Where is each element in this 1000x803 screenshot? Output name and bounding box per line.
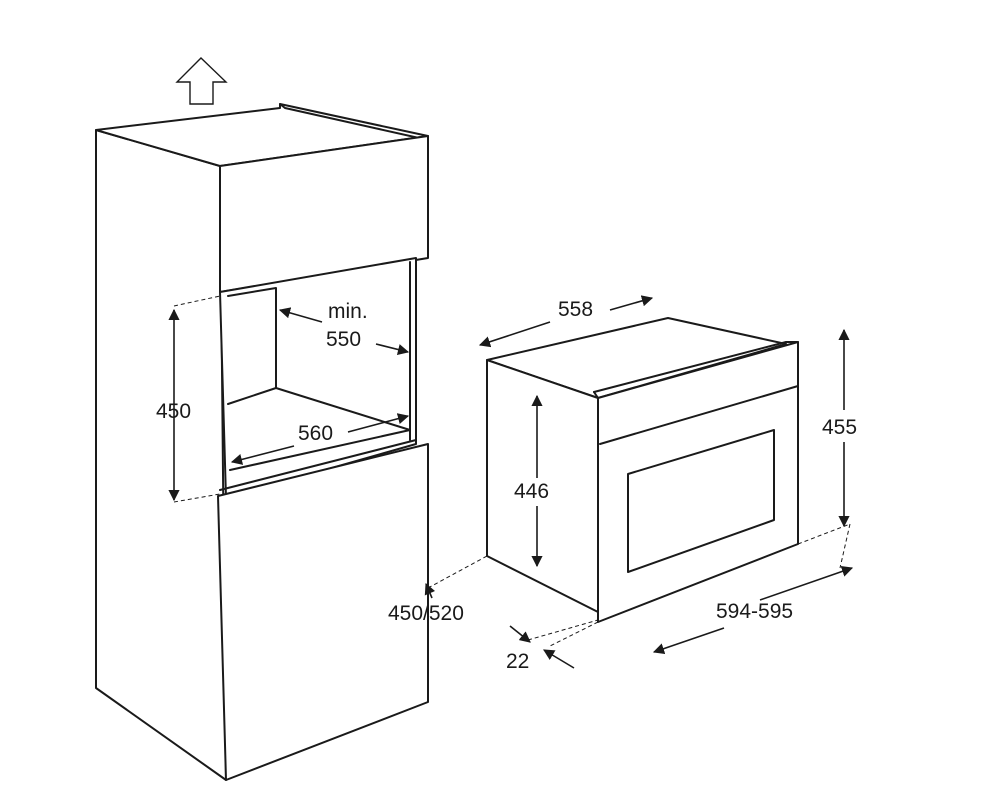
label-niche-depth-prefix: min. [328, 300, 368, 323]
label-niche-width: 560 [298, 422, 333, 445]
cabinet-lower-door [217, 443, 429, 781]
label-front-offset: 22 [506, 650, 529, 673]
label-oven-front-height: 455 [822, 416, 857, 439]
up-arrow-icon [175, 57, 228, 105]
cabinet-niche [219, 257, 417, 499]
extension-lines [173, 295, 851, 647]
oven-window [627, 429, 775, 573]
label-niche-depth: 550 [326, 328, 361, 351]
cabinet-top [95, 103, 429, 167]
label-oven-body-height: 446 [514, 480, 549, 503]
label-cabinet-depth: 450/520 [388, 602, 464, 625]
cabinet-upper-panel [219, 135, 429, 293]
dimension-labels: 450 min. 550 560 558 446 455 594-595 450… [156, 298, 857, 673]
dimension-arrows [168, 295, 854, 669]
label-cabinet-height: 450 [156, 400, 191, 423]
oven [486, 317, 799, 623]
cabinet [95, 103, 429, 781]
label-oven-depth: 558 [558, 298, 593, 321]
label-oven-front-width: 594-595 [716, 600, 793, 623]
cabinet-side-panel [95, 129, 227, 781]
